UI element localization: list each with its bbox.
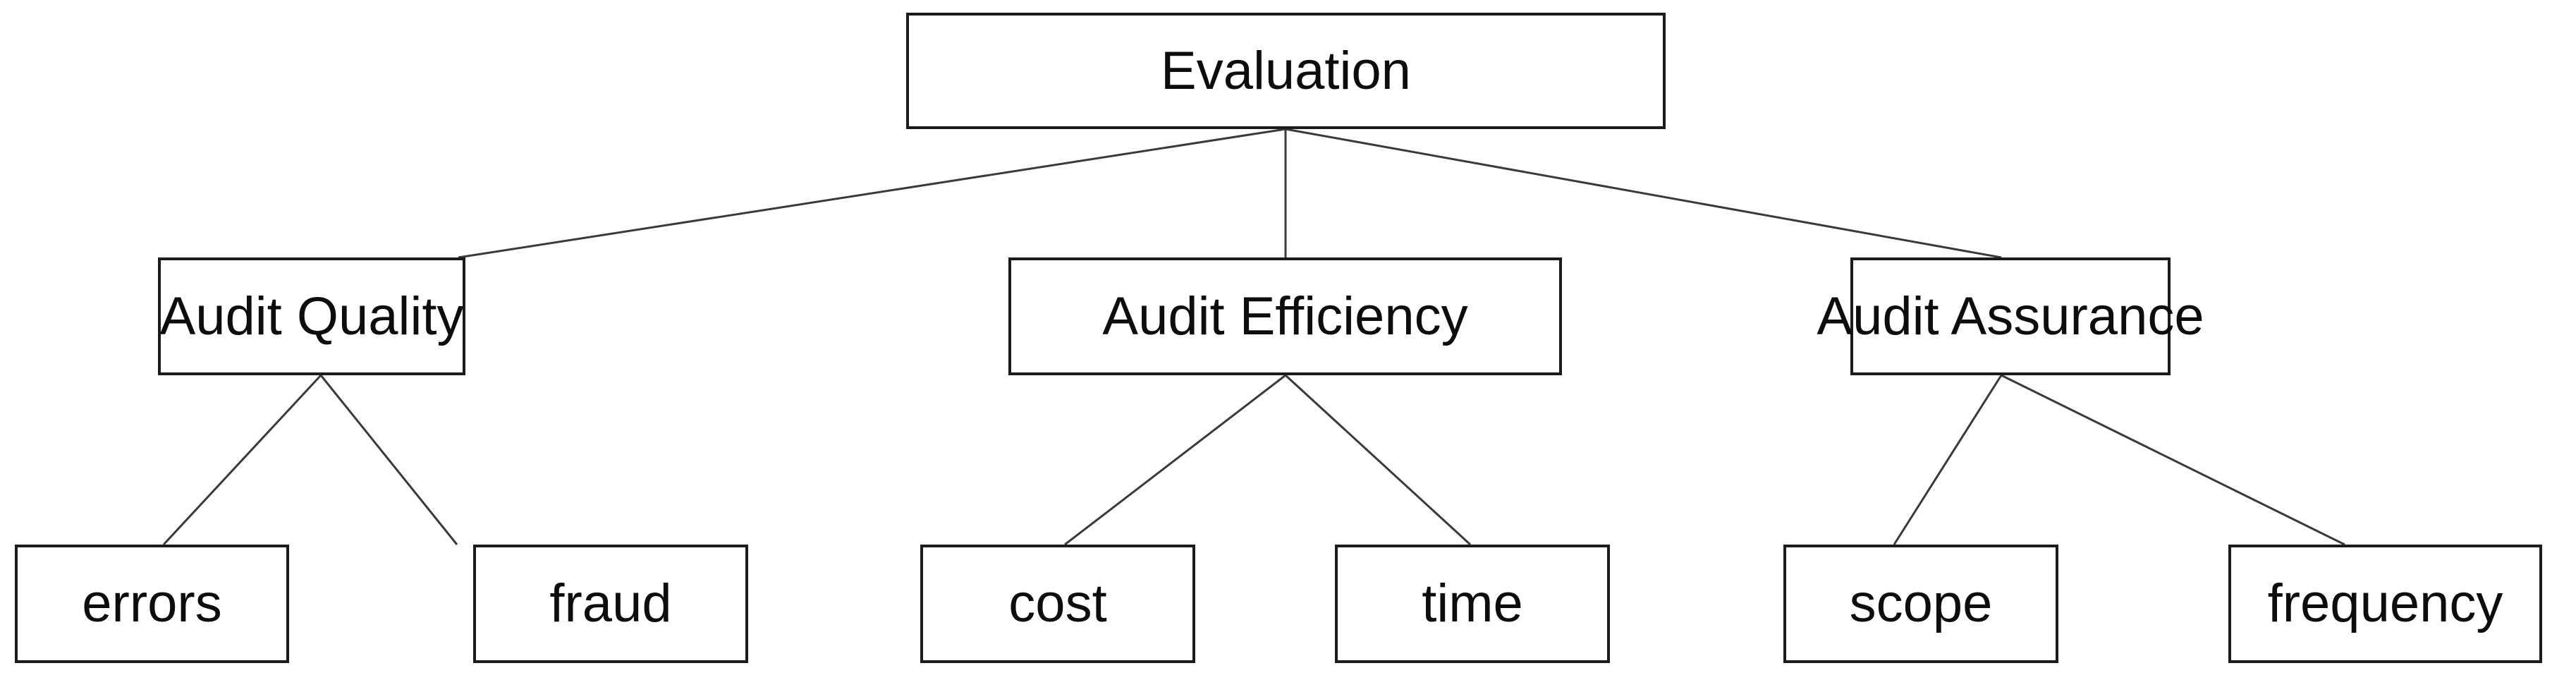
node-frequency[interactable]: frequency [2228, 545, 2542, 663]
edge-audit-assurance-to-scope [1893, 375, 2003, 545]
node-scope-label: scope [1849, 573, 1993, 633]
edge-root-to-audit-quality [458, 128, 1286, 259]
node-audit-efficiency-label: Audit Efficiency [1102, 286, 1468, 346]
edge-audit-quality-to-fraud [319, 375, 458, 545]
node-fraud-label: fraud [549, 573, 672, 633]
node-time-label: time [1422, 573, 1523, 633]
node-audit-efficiency[interactable]: Audit Efficiency [1008, 257, 1562, 375]
node-scope[interactable]: scope [1783, 545, 2058, 663]
node-evaluation[interactable]: Evaluation [906, 13, 1666, 129]
node-cost[interactable]: cost [920, 545, 1195, 663]
node-frequency-label: frequency [2267, 573, 2503, 633]
node-errors[interactable]: errors [15, 545, 289, 663]
edge-audit-quality-to-errors [162, 374, 322, 546]
edge-audit-efficiency-to-cost [1064, 374, 1286, 546]
edge-root-to-audit-assurance [1285, 128, 2002, 259]
node-evaluation-label: Evaluation [1161, 40, 1411, 101]
node-audit-assurance-label: Audit Assurance [1817, 286, 2204, 346]
node-time[interactable]: time [1335, 545, 1610, 663]
edge-audit-assurance-to-frequency [2001, 374, 2345, 546]
node-audit-assurance[interactable]: Audit Assurance [1817, 257, 2204, 375]
node-fraud[interactable]: fraud [473, 545, 748, 663]
edge-audit-efficiency-to-time [1284, 374, 1472, 546]
node-audit-quality-label: Audit Quality [159, 286, 464, 346]
node-errors-label: errors [82, 573, 222, 633]
node-cost-label: cost [1008, 573, 1107, 633]
node-audit-quality[interactable]: Audit Quality [158, 257, 465, 375]
